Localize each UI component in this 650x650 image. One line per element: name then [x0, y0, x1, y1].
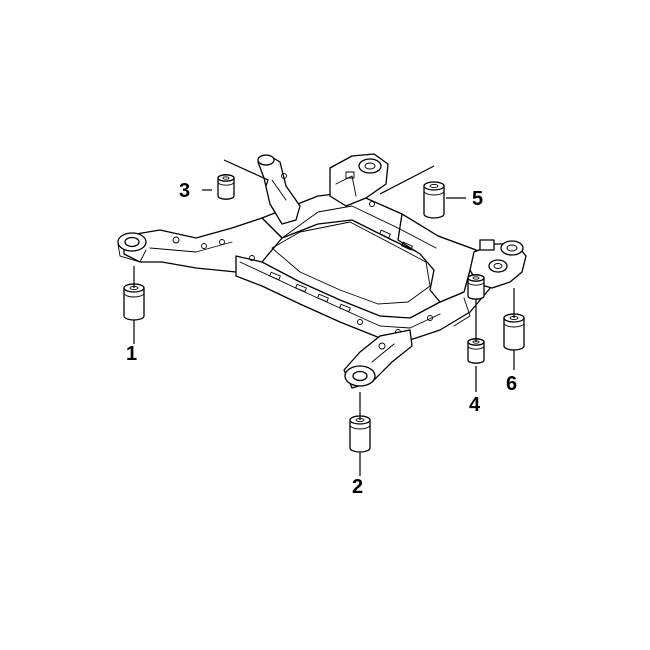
bushing-4-upper — [467, 274, 485, 300]
callout-4: 4 — [469, 394, 481, 416]
mount-eye-front — [343, 329, 413, 389]
mount-eye-left — [117, 232, 147, 263]
leader-5-target — [379, 165, 435, 195]
subframe-crossmember — [123, 191, 493, 341]
callout-5: 5 — [472, 188, 484, 210]
bushing-1 — [123, 283, 145, 321]
leader-3-target — [223, 159, 269, 187]
callout-2: 2 — [352, 476, 364, 498]
rear-bracket — [329, 153, 389, 207]
callout-1: 1 — [126, 343, 138, 365]
bushing-5 — [423, 181, 445, 219]
callout-6: 6 — [506, 373, 518, 395]
bushing-3 — [217, 174, 235, 200]
tower-bracket — [257, 154, 301, 225]
bushing-4 — [467, 338, 485, 364]
bushing-6 — [503, 313, 525, 351]
callout-3: 3 — [179, 180, 191, 202]
bushing-2 — [349, 415, 371, 453]
